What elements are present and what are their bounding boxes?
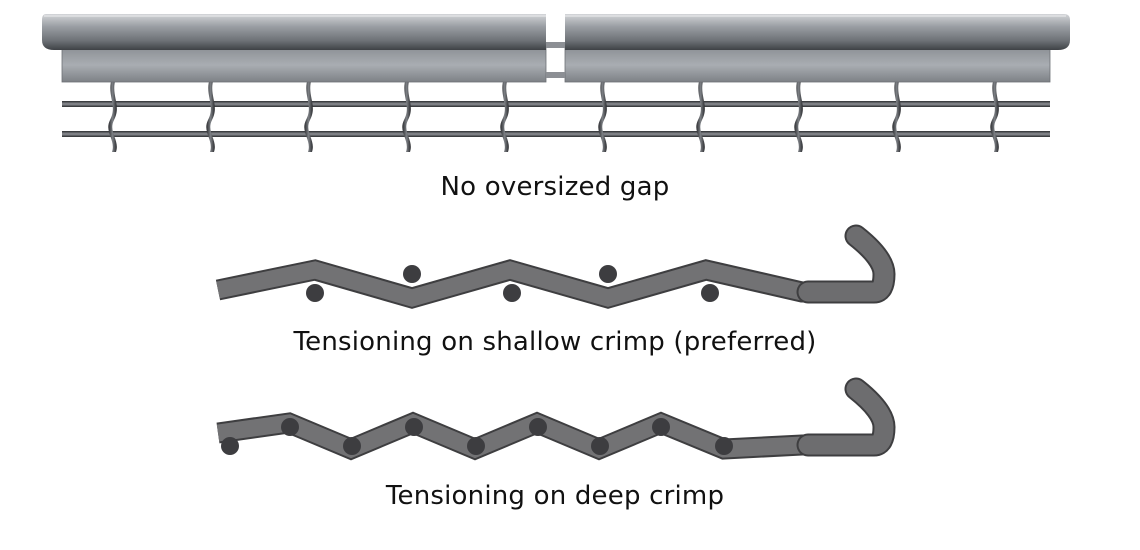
deep-crimp-illustration: [210, 375, 910, 470]
vertical-wire: [892, 78, 901, 152]
crossbar-dot: [281, 418, 299, 436]
crossbar-dot: [405, 418, 423, 436]
crossbar-dot: [306, 284, 324, 302]
crossbar-dot: [403, 265, 421, 283]
crossbar-dot: [529, 418, 547, 436]
joint-clip: [546, 42, 565, 48]
shallow-crimp-wire-icon: [215, 224, 896, 309]
vertical-wire: [108, 78, 117, 152]
crossbar-dot: [591, 437, 609, 455]
screen-panel-illustration: [40, 10, 1080, 155]
joint-clip: [546, 72, 565, 78]
vertical-wire: [598, 78, 607, 152]
vertical-wire: [206, 78, 215, 152]
crossbar-dot: [221, 437, 239, 455]
caption-no-oversized-gap: No oversized gap: [440, 172, 670, 202]
deep-crimp-wire-icon: [216, 377, 896, 461]
crossbar-dot: [599, 265, 617, 283]
shallow-crimp-illustration: [210, 222, 910, 317]
crossbar-dot: [503, 284, 521, 302]
caption-deep-crimp: Tensioning on deep crimp: [385, 481, 725, 511]
horizontal-wire: [62, 131, 1050, 137]
caption-shallow-crimp: Tensioning on shallow crimp (preferred): [293, 327, 817, 357]
screen-rail-panel-icon: [42, 14, 1070, 152]
vertical-wire: [794, 78, 803, 152]
horizontal-wire: [62, 101, 1050, 107]
crossbar-dot: [715, 437, 733, 455]
crossbar-dot: [467, 437, 485, 455]
vertical-wire: [304, 78, 313, 152]
vertical-wire: [990, 78, 999, 152]
vertical-wire: [500, 78, 509, 152]
vertical-wire: [696, 78, 705, 152]
right-panel-rail: [564, 14, 1070, 83]
left-panel-rail: [42, 14, 547, 83]
crossbar-dot: [652, 418, 670, 436]
crossbar-dot: [701, 284, 719, 302]
vertical-wires: [108, 78, 999, 152]
vertical-wire: [402, 78, 411, 152]
crossbar-dot: [343, 437, 361, 455]
